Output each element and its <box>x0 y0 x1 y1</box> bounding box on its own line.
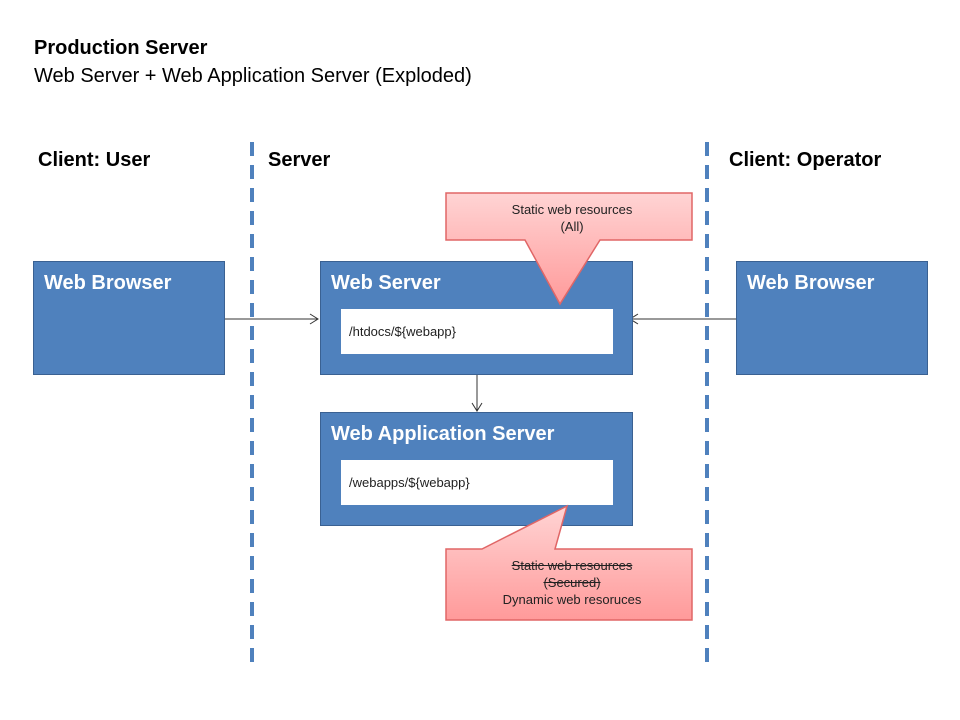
web-application-server-title: Web Application Server <box>331 423 555 445</box>
web-browser-operator-box: Web Browser <box>736 261 928 375</box>
callout-secured-line2: (Secured) <box>543 575 601 590</box>
lane-label-client-user: Client: User <box>38 149 151 171</box>
arrowhead-user-to-webserver <box>309 313 319 325</box>
callout-static-all-line1: Static web resources <box>511 202 633 217</box>
callout-static-all-shape <box>445 192 693 306</box>
web-server-title: Web Server <box>331 272 441 294</box>
web-server-box: Web Server /htdocs/${webapp} <box>320 261 633 375</box>
web-browser-user-box: Web Browser <box>33 261 225 375</box>
callout-secured-line1: Static web resources <box>511 558 633 573</box>
callout-dynamic-line3: Dynamic web resoruces <box>502 592 642 607</box>
callout-static-all-line2: (All) <box>560 219 584 234</box>
callout-secured-dynamic-shape <box>445 504 693 621</box>
web-browser-operator-title: Web Browser <box>747 272 875 294</box>
web-application-server-box: Web Application Server /webapps/${webapp… <box>320 412 633 526</box>
diagram-subtitle: Web Server + Web Application Server (Exp… <box>34 65 472 87</box>
lane-label-client-operator: Client: Operator <box>729 149 882 171</box>
callout-static-all-text: Static web resources (All) <box>452 201 692 235</box>
web-server-path: /htdocs/${webapp} <box>341 309 613 354</box>
web-application-server-path: /webapps/${webapp} <box>341 460 613 505</box>
lane-label-server: Server <box>268 149 331 171</box>
callout-secured-dynamic-text: Static web resources (Secured) Dynamic w… <box>452 557 692 608</box>
arrowhead-webserver-to-appserver <box>471 402 483 412</box>
diagram-title: Production Server <box>34 37 208 59</box>
web-browser-user-title: Web Browser <box>44 272 172 294</box>
